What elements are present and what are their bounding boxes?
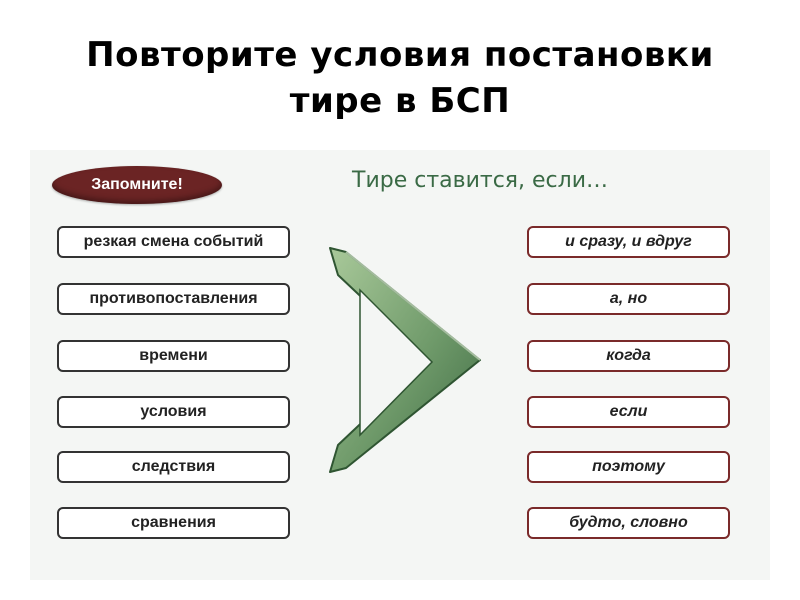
subtitle: Тире ставится, если… <box>352 168 609 193</box>
condition-box-5: следствия <box>57 451 290 483</box>
condition-box-4: условия <box>57 396 290 428</box>
marker-box-5: поэтому <box>527 451 730 483</box>
marker-box-3: когда <box>527 340 730 372</box>
chevron-arrow-right-icon <box>329 247 481 473</box>
marker-box-4: если <box>527 396 730 428</box>
page-title: Повторите условия постановки тире в БСП <box>0 32 800 124</box>
marker-box-6: будто, словно <box>527 507 730 539</box>
marker-box-1: и сразу, и вдруг <box>527 226 730 258</box>
condition-box-2: противопоставления <box>57 283 290 315</box>
condition-box-3: времени <box>57 340 290 372</box>
page-title-line-2: тире в БСП <box>289 81 511 121</box>
condition-box-1: резкая смена событий <box>57 226 290 258</box>
page-title-line-1: Повторите условия постановки <box>86 35 714 75</box>
remember-badge: Запомните! <box>52 166 222 204</box>
marker-box-2: а, но <box>527 283 730 315</box>
condition-box-6: сравнения <box>57 507 290 539</box>
